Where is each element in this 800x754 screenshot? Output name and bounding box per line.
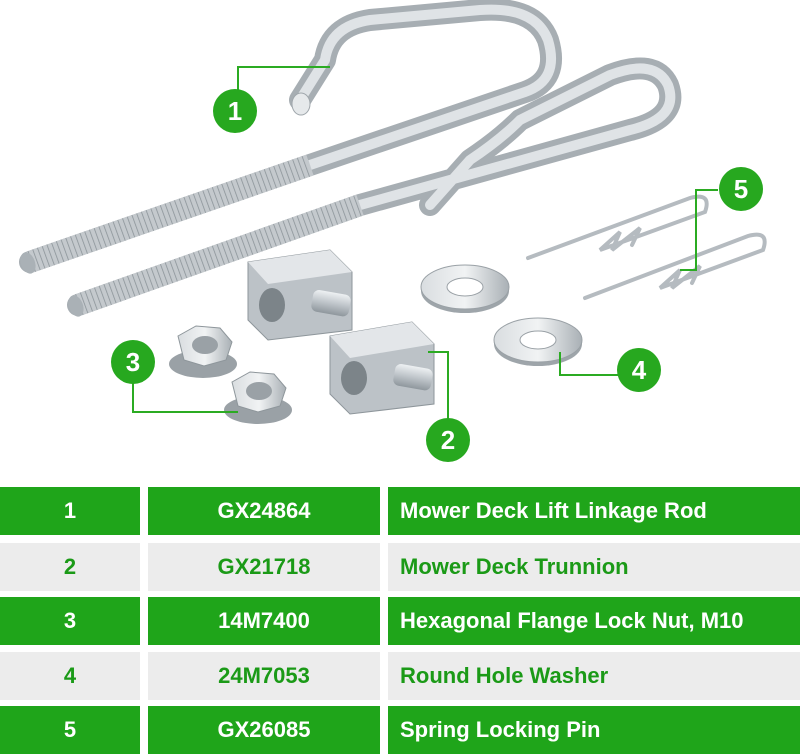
row-part-number: 14M7400 (148, 597, 380, 645)
row-part-number: GX26085 (148, 706, 380, 754)
callout-5: 5 (719, 167, 763, 211)
row-index: 3 (0, 597, 140, 645)
table-row: 5 GX26085 Spring Locking Pin (0, 706, 800, 754)
spring-locking-pin-1 (526, 194, 709, 260)
row-part-number: GX24864 (148, 487, 380, 535)
callout-4: 4 (617, 348, 661, 392)
callout-3-label: 3 (126, 347, 140, 377)
row-index: 1 (0, 487, 140, 535)
row-index: 5 (0, 706, 140, 754)
row-index: 4 (0, 652, 140, 700)
mower-deck-trunnion-1 (247, 249, 353, 341)
callout-4-label: 4 (632, 355, 647, 385)
mower-deck-trunnion-2 (329, 321, 435, 415)
lift-linkage-rod-front (67, 57, 682, 317)
callout-2: 2 (426, 418, 470, 462)
round-hole-washer-2 (493, 317, 583, 366)
row-description: Spring Locking Pin (388, 706, 800, 754)
callout-5-label: 5 (734, 174, 748, 204)
row-description: Hexagonal Flange Lock Nut, M10 (388, 597, 800, 645)
table-row: 4 24M7053 Round Hole Washer (0, 652, 800, 700)
callout-1: 1 (213, 89, 257, 133)
table-row: 1 GX24864 Mower Deck Lift Linkage Rod (0, 487, 800, 535)
row-part-number: 24M7053 (148, 652, 380, 700)
parts-illustration: 1 2 3 4 5 (19, 0, 767, 462)
hex-flange-lock-nut-1 (169, 325, 237, 378)
row-part-number: GX21718 (148, 543, 380, 591)
callout-3: 3 (111, 340, 155, 384)
table-row: 3 14M7400 Hexagonal Flange Lock Nut, M10 (0, 597, 800, 645)
hex-flange-lock-nut-2 (224, 371, 292, 424)
callout-2-label: 2 (441, 425, 455, 455)
lift-linkage-rod-back (19, 0, 563, 274)
round-hole-washer-1 (420, 264, 510, 313)
parts-table: 1 GX24864 Mower Deck Lift Linkage Rod 2 … (0, 482, 800, 754)
row-description: Round Hole Washer (388, 652, 800, 700)
row-index: 2 (0, 543, 140, 591)
row-description: Mower Deck Lift Linkage Rod (388, 487, 800, 535)
spring-locking-pin-2 (583, 232, 767, 300)
table-row: 2 GX21718 Mower Deck Trunnion (0, 543, 800, 591)
callout-1-label: 1 (228, 96, 242, 126)
row-description: Mower Deck Trunnion (388, 543, 800, 591)
